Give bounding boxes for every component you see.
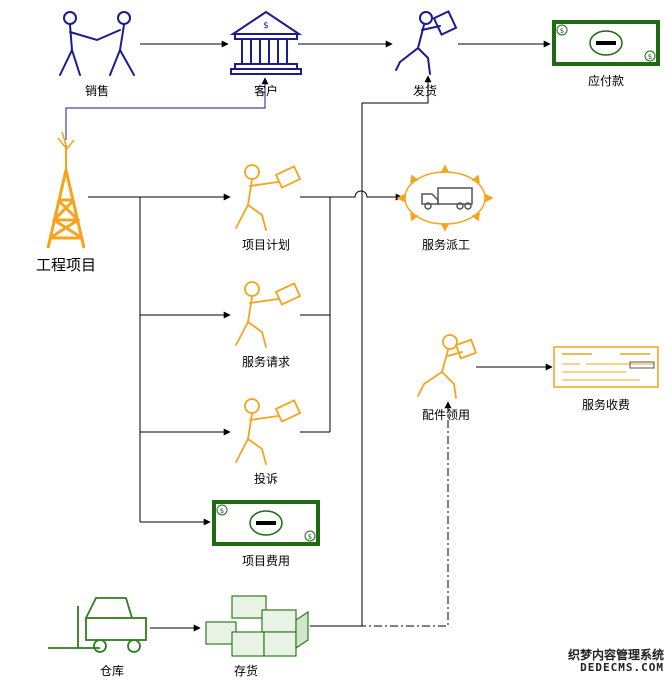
watermark-title: 织梦内容管理系统 (567, 648, 664, 662)
edge-project-customer (65, 77, 269, 140)
label-customer: 客户 (253, 84, 279, 98)
boxes-icon (205, 595, 309, 657)
svg-text:$: $ (648, 53, 652, 61)
label-sales: 销售 (84, 84, 110, 98)
bank-icon: $ (229, 10, 303, 75)
check-icon (553, 346, 659, 388)
label-service-request: 服务请求 (241, 355, 291, 369)
watermark-domain: DEDECMS.COM (580, 661, 664, 674)
label-complaint: 投诉 (253, 472, 279, 486)
truck-icon (396, 164, 494, 232)
label-service-dispatch: 服务派工 (421, 238, 471, 252)
svg-text:$: $ (560, 27, 564, 35)
label-project: 工程项目 (35, 256, 97, 274)
person-icon-plan (235, 164, 302, 231)
oil-rig-icon (46, 131, 86, 249)
courier-icon (395, 10, 458, 75)
bill-icon: $ $ (552, 20, 660, 66)
forklift-icon (48, 597, 147, 653)
svg-text:$: $ (308, 533, 312, 541)
edge-to-dispatch (330, 190, 403, 201)
person-icon-parts (417, 334, 478, 399)
label-payable: 应付款 (587, 74, 625, 88)
label-shipping: 发货 (412, 84, 438, 98)
svg-text:$: $ (263, 21, 269, 31)
edge-inventory-shipping (310, 75, 432, 627)
handshake-icon (59, 11, 135, 76)
label-service-charge: 服务收费 (581, 398, 631, 412)
label-warehouse: 仓库 (99, 664, 125, 678)
person-icon-request (235, 281, 302, 348)
svg-text:$: $ (220, 507, 224, 515)
person-icon-complaint (235, 398, 302, 465)
label-project-plan: 项目计划 (241, 238, 291, 252)
label-inventory: 存货 (233, 664, 259, 678)
label-parts-requisition: 配件领用 (421, 408, 471, 422)
label-project-cost: 项目费用 (241, 554, 291, 568)
bill-icon-cost: $ $ (212, 500, 320, 546)
edge-inventory-parts (310, 401, 452, 627)
connectors (65, 40, 553, 632)
